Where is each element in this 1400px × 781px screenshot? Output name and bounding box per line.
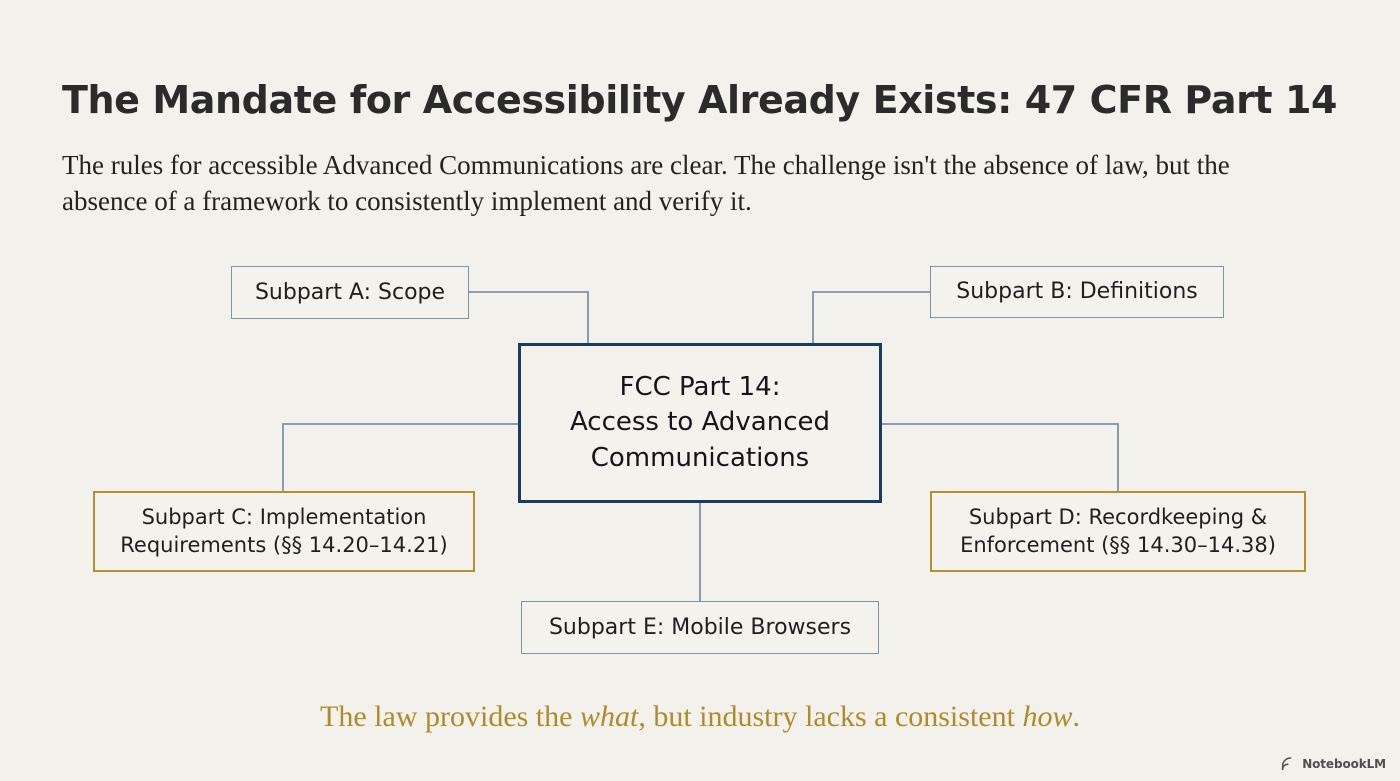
diagram-node-subpart-e-label: Subpart E: Mobile Browsers xyxy=(548,614,852,640)
diagram-node-subpart-c: Subpart C: Implementation Requirements (… xyxy=(93,491,475,572)
connector-center-to-b xyxy=(812,291,930,343)
diagram-node-subpart-d-line-2: Enforcement (§§ 14.30–14.38) xyxy=(960,532,1276,557)
diagram-node-subpart-a: Subpart A: Scope xyxy=(231,266,469,319)
caption-part-2: , but industry lacks a consistent xyxy=(638,700,1023,733)
connector-center-to-a xyxy=(469,291,589,343)
caption-emphasis-what: what xyxy=(579,700,639,733)
diagram-node-subpart-d: Subpart D: Recordkeeping & Enforcement (… xyxy=(930,491,1306,572)
diagram-node-subpart-b: Subpart B: Definitions xyxy=(930,266,1224,318)
notebooklm-arc-icon xyxy=(1281,757,1297,771)
connector-center-to-c xyxy=(282,423,518,491)
caption-emphasis-how: how xyxy=(1022,700,1073,733)
notebooklm-watermark: NotebookLM xyxy=(1281,757,1386,771)
diagram-node-subpart-c-line-2: Requirements (§§ 14.20–14.21) xyxy=(120,532,448,557)
notebooklm-watermark-label: NotebookLM xyxy=(1302,757,1386,771)
center-node-line-2: Access to Advanced xyxy=(569,407,831,438)
diagram-node-subpart-c-line-1: Subpart C: Implementation xyxy=(141,504,427,529)
diagram-node-subpart-e: Subpart E: Mobile Browsers xyxy=(521,601,879,654)
caption-part-1: The law provides the xyxy=(320,700,580,733)
diagram-node-subpart-b-label: Subpart B: Definitions xyxy=(956,279,1198,305)
diagram-node-subpart-d-line-1: Subpart D: Recordkeeping & xyxy=(968,504,1268,529)
center-node-line-3: Communications xyxy=(590,442,810,473)
page-title: The Mandate for Accessibility Already Ex… xyxy=(62,78,1338,122)
center-node-line-1: FCC Part 14: xyxy=(619,371,781,402)
footer-caption: The law provides the what, but industry … xyxy=(0,700,1400,734)
page-subtitle: The rules for accessible Advanced Commun… xyxy=(62,150,1230,216)
connector-center-to-d xyxy=(882,423,1119,491)
caption-part-3: . xyxy=(1072,700,1080,733)
diagram-node-subpart-a-label: Subpart A: Scope xyxy=(254,279,446,305)
diagram-node-center-fcc-part-14: FCC Part 14: Access to Advanced Communic… xyxy=(518,343,882,503)
